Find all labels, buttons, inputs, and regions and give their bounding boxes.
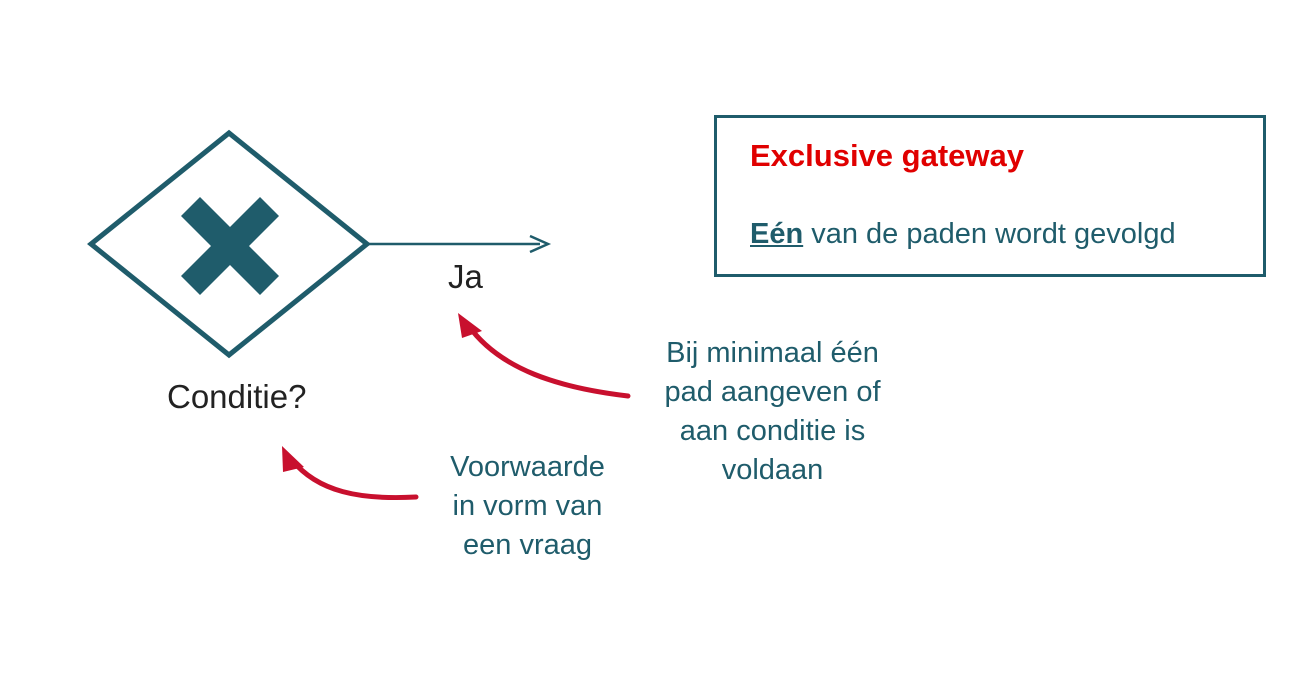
annotation-arrowhead-condition (282, 446, 304, 472)
condition-annotation: Voorwaarde in vorm van een vraag (415, 448, 640, 565)
condition-annotation-line: in vorm van (452, 490, 603, 522)
sequence-flow-arrowhead (529, 234, 552, 254)
annotation-arrow-ja (465, 322, 631, 399)
info-box-text: van de paden wordt gevolgd (803, 218, 1176, 250)
condition-annotation-line: Voorwaarde (450, 451, 605, 483)
info-box-body: Eén van de paden wordt gevolgd (750, 218, 1176, 251)
annotation-arrowhead-ja (458, 313, 482, 338)
path-annotation: Bij minimaal één pad aangeven of aan con… (630, 334, 915, 490)
info-box: Exclusive gateway Eén van de paden wordt… (714, 115, 1266, 277)
path-annotation-line: voldaan (721, 454, 824, 486)
condition-annotation-line: een vraag (463, 529, 592, 561)
path-annotation-line: Bij minimaal één (666, 337, 879, 369)
info-box-title: Exclusive gateway (750, 138, 1024, 173)
info-box-emphasis: Eén (750, 218, 804, 250)
annotation-arrow-condition (289, 457, 419, 501)
x-icon (181, 197, 279, 295)
path-annotation-line: aan conditie is (679, 415, 866, 447)
path-annotation-line: pad aangeven of (664, 376, 881, 408)
outgoing-flow-label: Ja (448, 258, 483, 295)
condition-label: Conditie? (167, 378, 307, 415)
